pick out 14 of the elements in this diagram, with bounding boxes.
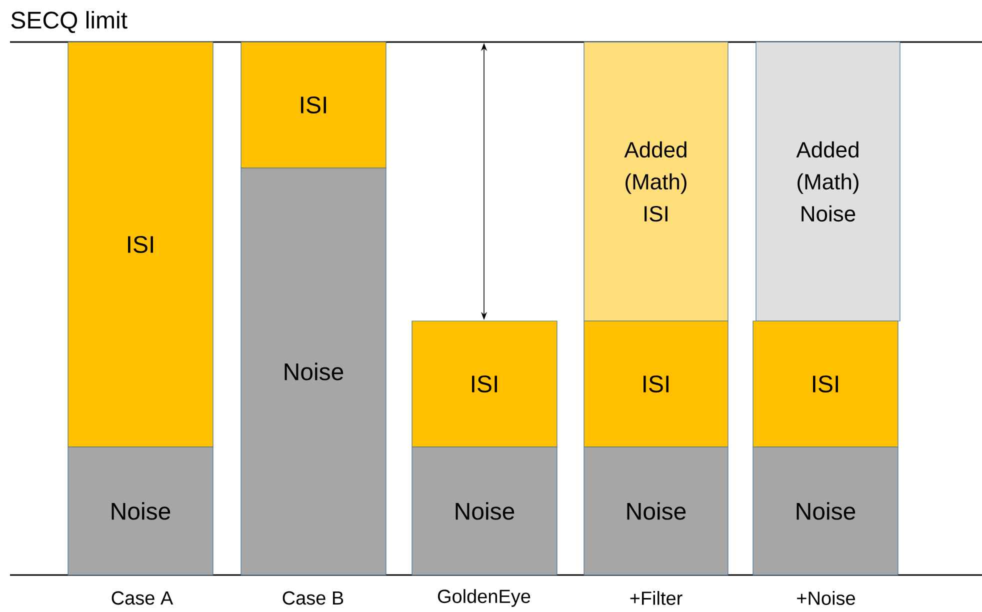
stacked-bar-segment: Noise [752,446,898,576]
stacked-bar-segment: Added (Math) ISI [584,42,728,322]
stacked-bar-segment: ISI [240,42,386,168]
stacked-bar-segment: Noise [412,446,558,576]
stacked-bar-segment: ISI [752,320,898,448]
stacked-bar-segment: ISI [584,320,728,448]
stacked-bar-segment: ISI [68,42,214,448]
stacked-bar-segment: Noise [584,446,728,576]
stacked-bar-segment: Noise [240,168,386,576]
category-label: GoldenEye [438,589,530,607]
axis-title: SECQ limit [11,11,128,33]
stacked-bar-segment: Added (Math) Noise [756,42,900,322]
stacked-bar-segment: ISI [412,320,558,448]
stacked-bar-segment: Noise [68,446,214,576]
